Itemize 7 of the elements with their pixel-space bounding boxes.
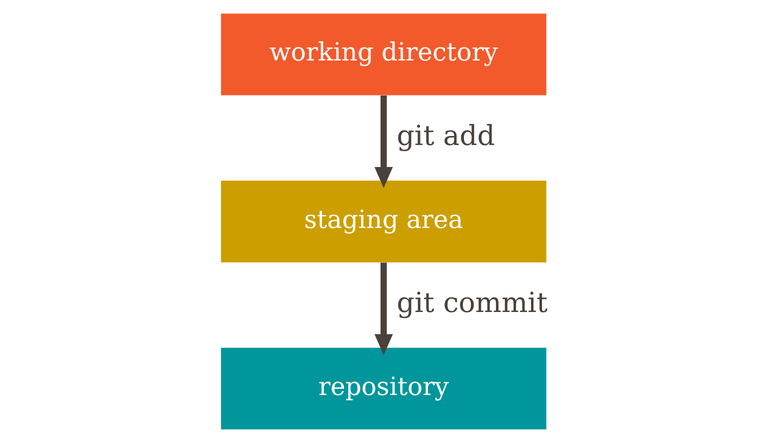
edge-label: git commit [396, 286, 548, 320]
edge-label: git add [396, 119, 495, 152]
node-box: staging area [221, 180, 546, 262]
arrow [374, 262, 393, 356]
node-box: repository [221, 348, 546, 430]
node-box: working directory [221, 14, 546, 96]
arrow [374, 96, 393, 188]
